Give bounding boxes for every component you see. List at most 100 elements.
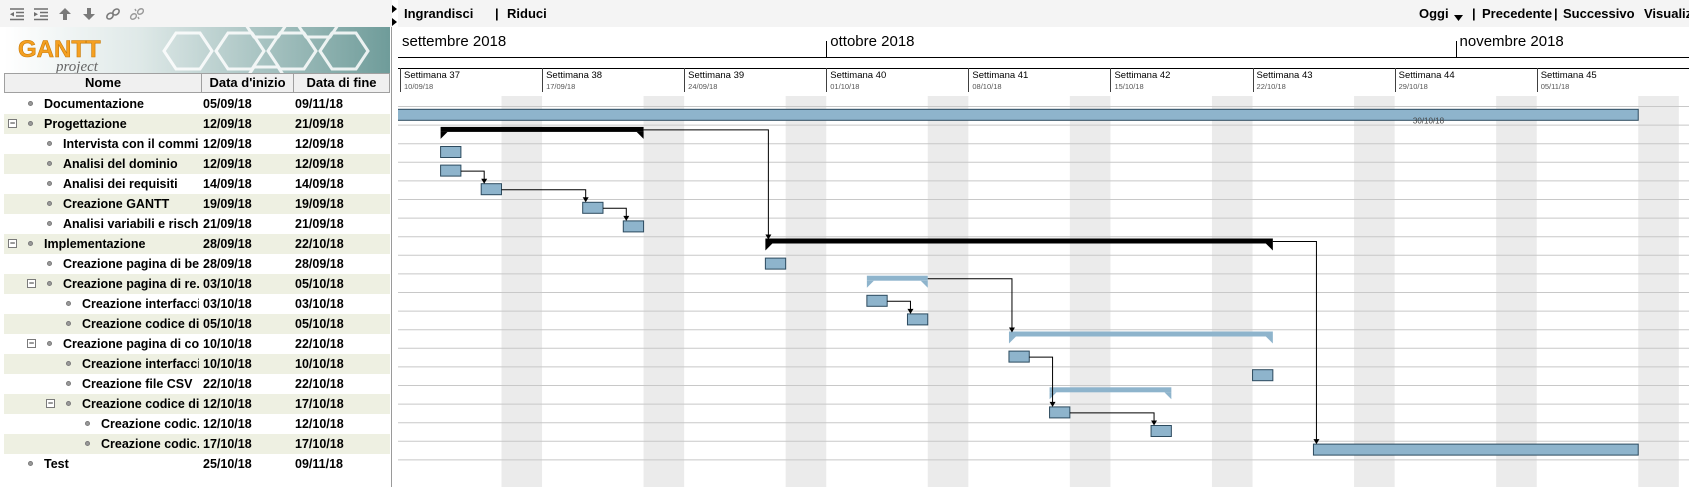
summary-bar[interactable] — [1008, 331, 1273, 337]
summary-end-cap[interactable] — [1164, 392, 1172, 400]
task-bar[interactable] — [1150, 425, 1172, 437]
task-bullet-icon — [28, 101, 33, 106]
zoom-out-button[interactable]: Riduci — [507, 6, 547, 21]
week-label: Settimana 41 — [972, 70, 1029, 81]
task-bar[interactable] — [906, 313, 929, 326]
gantt-chart-area[interactable]: 30/10/18 — [398, 96, 1689, 487]
collapse-toggle-icon[interactable]: − — [46, 398, 55, 408]
column-header-name[interactable]: Nome — [5, 74, 202, 92]
task-bar[interactable] — [1252, 369, 1274, 382]
week-date: 08/10/18 — [972, 82, 1002, 91]
summary-bar[interactable] — [866, 275, 928, 281]
task-bar[interactable] — [440, 164, 462, 177]
chevron-down-icon[interactable] — [1454, 9, 1463, 24]
dependency-arrowhead — [765, 234, 772, 240]
gantt-chart-panel: Ingrandisci | Riduci Oggi | Precedente |… — [398, 0, 1689, 487]
task-end-date: 19/09/18 — [295, 197, 344, 211]
indent-icon[interactable] — [32, 5, 50, 23]
task-end-date: 12/09/18 — [295, 157, 344, 171]
panel-splitter[interactable] — [392, 0, 398, 487]
task-bar[interactable] — [582, 201, 604, 214]
move-up-icon[interactable] — [56, 5, 74, 23]
task-bar[interactable] — [440, 146, 462, 158]
summary-start-cap[interactable] — [1008, 336, 1016, 344]
collapse-toggle-icon[interactable]: − — [27, 278, 36, 288]
task-name: Intervista con il commi... — [63, 137, 199, 151]
zoom-in-button[interactable]: Ingrandisci — [404, 6, 474, 21]
collapse-toggle-icon[interactable]: − — [27, 338, 36, 348]
summary-start-cap[interactable] — [1049, 392, 1057, 400]
month-label: novembre 2018 — [1459, 33, 1564, 50]
summary-start-cap[interactable] — [866, 280, 874, 288]
summary-start-cap[interactable] — [440, 131, 448, 139]
unindent-icon[interactable] — [8, 5, 26, 23]
column-header-end[interactable]: Data di fine — [306, 75, 377, 90]
task-bar[interactable] — [866, 294, 888, 307]
summary-end-cap[interactable] — [636, 131, 644, 139]
task-bullet-icon — [47, 161, 52, 166]
summary-start-cap[interactable] — [765, 243, 773, 251]
week-label: Settimana 43 — [1256, 70, 1313, 81]
task-end-date: 12/09/18 — [295, 137, 344, 151]
task-bar[interactable] — [764, 257, 787, 270]
link-icon[interactable] — [104, 5, 122, 23]
weekend-band — [501, 96, 543, 487]
task-bullet-icon — [85, 421, 90, 426]
summary-bar[interactable] — [440, 126, 644, 132]
task-start-date: 12/10/18 — [203, 417, 252, 431]
dependency-link — [501, 189, 587, 199]
task-bar[interactable] — [1312, 443, 1639, 456]
summary-end-cap[interactable] — [1265, 243, 1273, 251]
unlink-icon[interactable] — [128, 5, 146, 23]
today-button[interactable]: Oggi — [1419, 6, 1449, 21]
task-bar[interactable] — [1049, 406, 1071, 419]
chart-toolbar: Ingrandisci | Riduci Oggi | Precedente |… — [398, 0, 1689, 27]
summary-end-cap[interactable] — [1265, 336, 1273, 344]
previous-button[interactable]: Precedente — [1482, 6, 1553, 21]
dependency-link — [1272, 241, 1317, 441]
task-bar[interactable] — [1008, 350, 1030, 363]
task-bar[interactable] — [480, 183, 502, 196]
week-date: 10/09/18 — [404, 82, 434, 91]
task-end-date: 12/10/18 — [295, 417, 344, 431]
next-button[interactable]: Successivo — [1563, 6, 1635, 21]
move-down-icon[interactable] — [80, 5, 98, 23]
summary-bar[interactable] — [765, 238, 1273, 244]
summary-bar[interactable] — [1049, 387, 1172, 393]
summary-end-cap[interactable] — [920, 280, 928, 288]
collapse-toggle-icon[interactable]: − — [8, 118, 17, 128]
task-bar[interactable] — [622, 220, 645, 233]
view-menu-button[interactable]: Visualizz — [1644, 6, 1689, 21]
task-end-date: 05/10/18 — [295, 317, 344, 331]
weekend-band — [785, 96, 827, 487]
collapse-toggle-icon[interactable]: − — [8, 238, 17, 248]
task-bullet-icon — [66, 401, 71, 406]
dependency-link — [887, 300, 911, 310]
task-end-date: 22/10/18 — [295, 377, 344, 391]
column-header-start[interactable]: Data d'inizio — [202, 74, 294, 92]
week-date: 15/10/18 — [1114, 82, 1144, 91]
project-bar[interactable] — [398, 108, 1639, 121]
toolbar-separator: | — [1472, 6, 1476, 21]
dependency-link — [927, 278, 1013, 329]
